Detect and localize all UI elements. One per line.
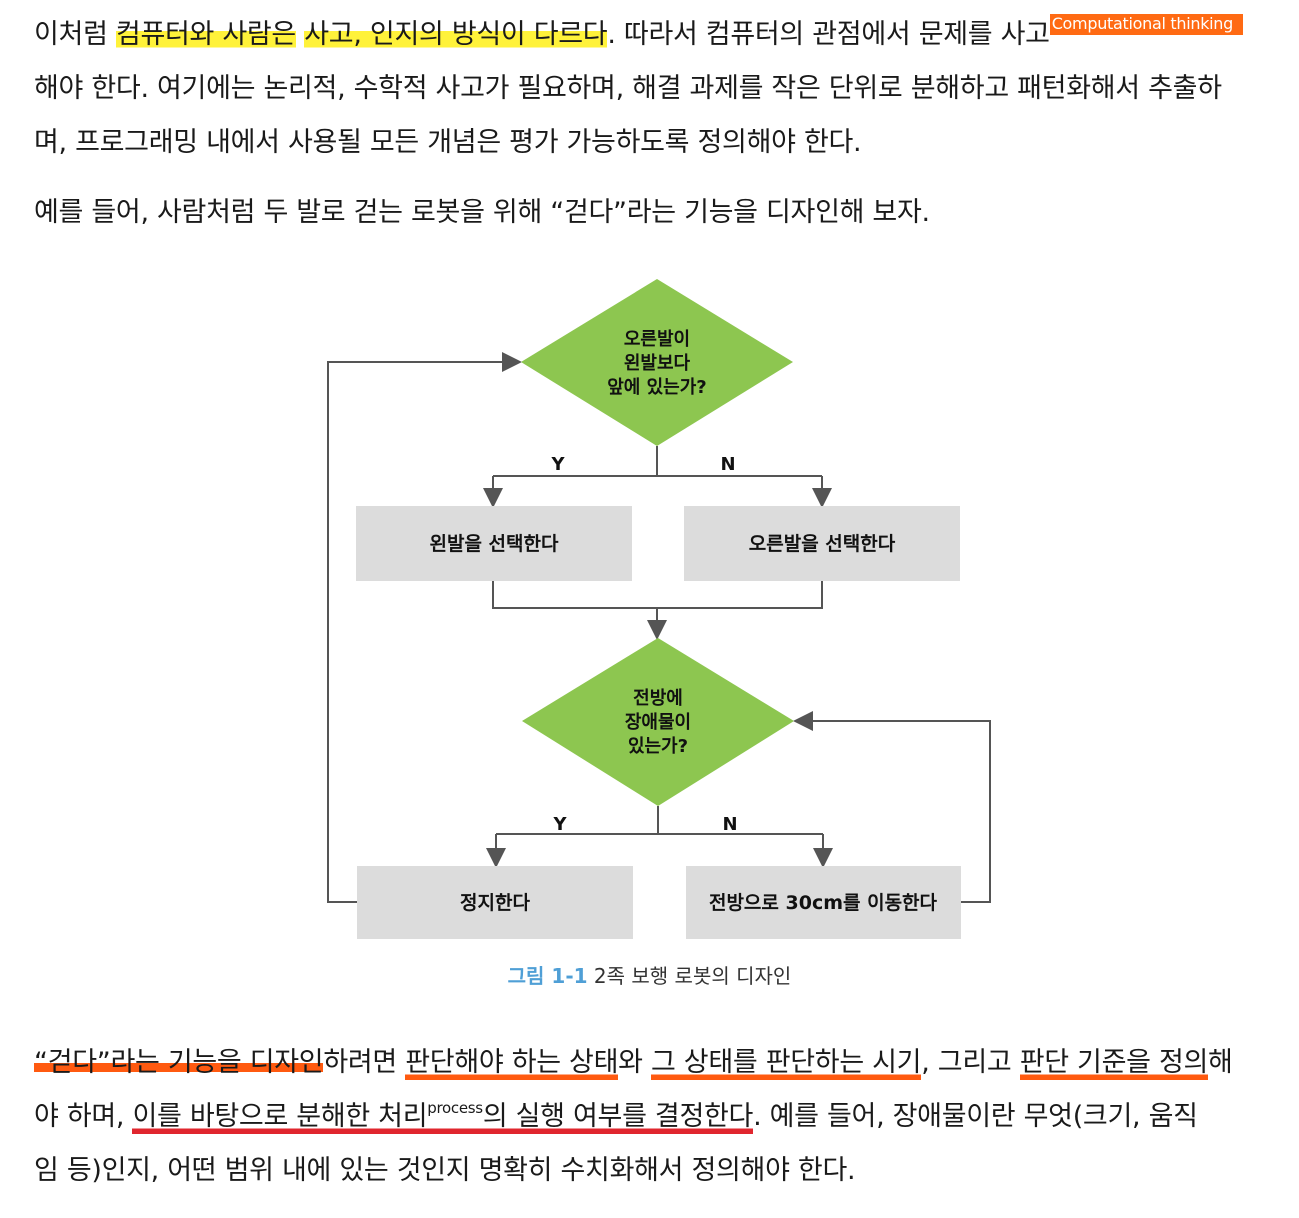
- process-box-stop: [357, 866, 633, 939]
- process-box-left-foot: [356, 506, 632, 581]
- decision-1-line-1: 오른발이: [624, 329, 690, 350]
- label-no-1: N: [720, 454, 735, 475]
- text-run: 의 실행 여부를 결정한다: [482, 1101, 754, 1132]
- text-run: 와: [618, 1047, 651, 1078]
- decision-2-line-2: 장애물이: [625, 712, 691, 733]
- superscript-process: process: [427, 1099, 483, 1117]
- decision-1-line-2: 왼발보다: [624, 353, 691, 374]
- text-run: 이처럼: [34, 19, 116, 50]
- figure-caption: 그림 1-1 2족 보행 로봇의 디자인: [0, 960, 1299, 989]
- paragraph-3-line-1: “걷다”라는 기능을 디자인하려면 판단해야 하는 상태와 그 상태를 판단하는…: [34, 1040, 1233, 1080]
- decision-1-line-3: 앞에 있는가?: [607, 377, 707, 398]
- underline-red: 이를 바탕으로 분해한 처리process의 실행 여부를 결정한다: [132, 1099, 754, 1134]
- emphasis-orange: “걷다”라는 기능을 디자인: [34, 1047, 324, 1078]
- text-run: . 예를 들어, 장애물이란 무엇(크기, 움직: [753, 1101, 1198, 1132]
- paragraph-1-line-2: 해야 한다. 여기에는 논리적, 수학적 사고가 필요하며, 해결 과제를 작은…: [34, 73, 1222, 104]
- process-stop-label: 정지한다: [460, 892, 530, 914]
- figure-caption-text: 2족 보행 로봇의 디자인: [587, 964, 792, 988]
- figure-number: 그림 1-1: [507, 964, 588, 988]
- process-right-foot-label: 오른발을 선택한다: [749, 533, 896, 555]
- paragraph-1-line-1: 이처럼 컴퓨터와 사람은 사고, 인지의 방식이 다르다. 따라서 컴퓨터의 관…: [34, 12, 1244, 51]
- term-tag-computational-thinking: Computational thinking: [1049, 14, 1244, 35]
- paragraph-1-line-3: 며, 프로그래밍 내에서 사용될 모든 개념은 평가 가능하도록 정의해야 한다…: [34, 127, 862, 158]
- highlight-yellow: 사고, 인지의 방식이 다르다: [304, 19, 608, 50]
- label-yes-2: Y: [552, 814, 567, 835]
- text-run: 야 하며,: [34, 1101, 133, 1132]
- text-run: 하려면: [323, 1047, 406, 1078]
- paragraph-2: 예를 들어, 사람처럼 두 발로 걷는 로봇을 위해 “걷다”라는 기능을 디자…: [34, 197, 930, 228]
- decision-2-line-3: 있는가?: [628, 736, 688, 757]
- text-run: , 그리고: [921, 1047, 1020, 1078]
- process-box-move: [686, 866, 961, 939]
- underline-orange: 그 상태를 판단하는 시기: [650, 1047, 922, 1080]
- underline-orange: 판단 기준을 정의: [1019, 1047, 1209, 1080]
- loop-arrow-to-d2: [793, 711, 991, 903]
- decision-2-line-1: 전방에: [633, 688, 683, 709]
- process-move-label: 전방으로 30cm를 이동한다: [709, 892, 938, 914]
- highlight-yellow: 컴퓨터와 사람은: [115, 19, 296, 50]
- paragraph-3-line-3: 임 등)인지, 어떤 범위 내에 있는 것인지 명확히 수치화해서 정의해야 한…: [34, 1155, 856, 1186]
- label-yes-1: Y: [550, 454, 565, 475]
- process-left-foot-label: 왼발을 선택한다: [430, 533, 559, 555]
- loop-arrow-to-d1: [327, 352, 522, 903]
- connector-merge: [492, 581, 823, 609]
- text-run: 해: [1208, 1047, 1233, 1078]
- label-no-2: N: [722, 814, 737, 835]
- text-run: . 따라서 컴퓨터의 관점에서 문제를 사고: [607, 19, 1050, 50]
- text-run: 이를 바탕으로 분해한 처리: [132, 1101, 428, 1132]
- decision-diamond-2: [522, 638, 794, 806]
- process-box-right-foot: [684, 506, 960, 581]
- underline-orange: 판단해야 하는 상태: [405, 1047, 619, 1080]
- decision-diamond-1: [521, 279, 793, 446]
- paragraph-3-line-2: 야 하며, 이를 바탕으로 분해한 처리process의 실행 여부를 결정한다…: [34, 1094, 1198, 1134]
